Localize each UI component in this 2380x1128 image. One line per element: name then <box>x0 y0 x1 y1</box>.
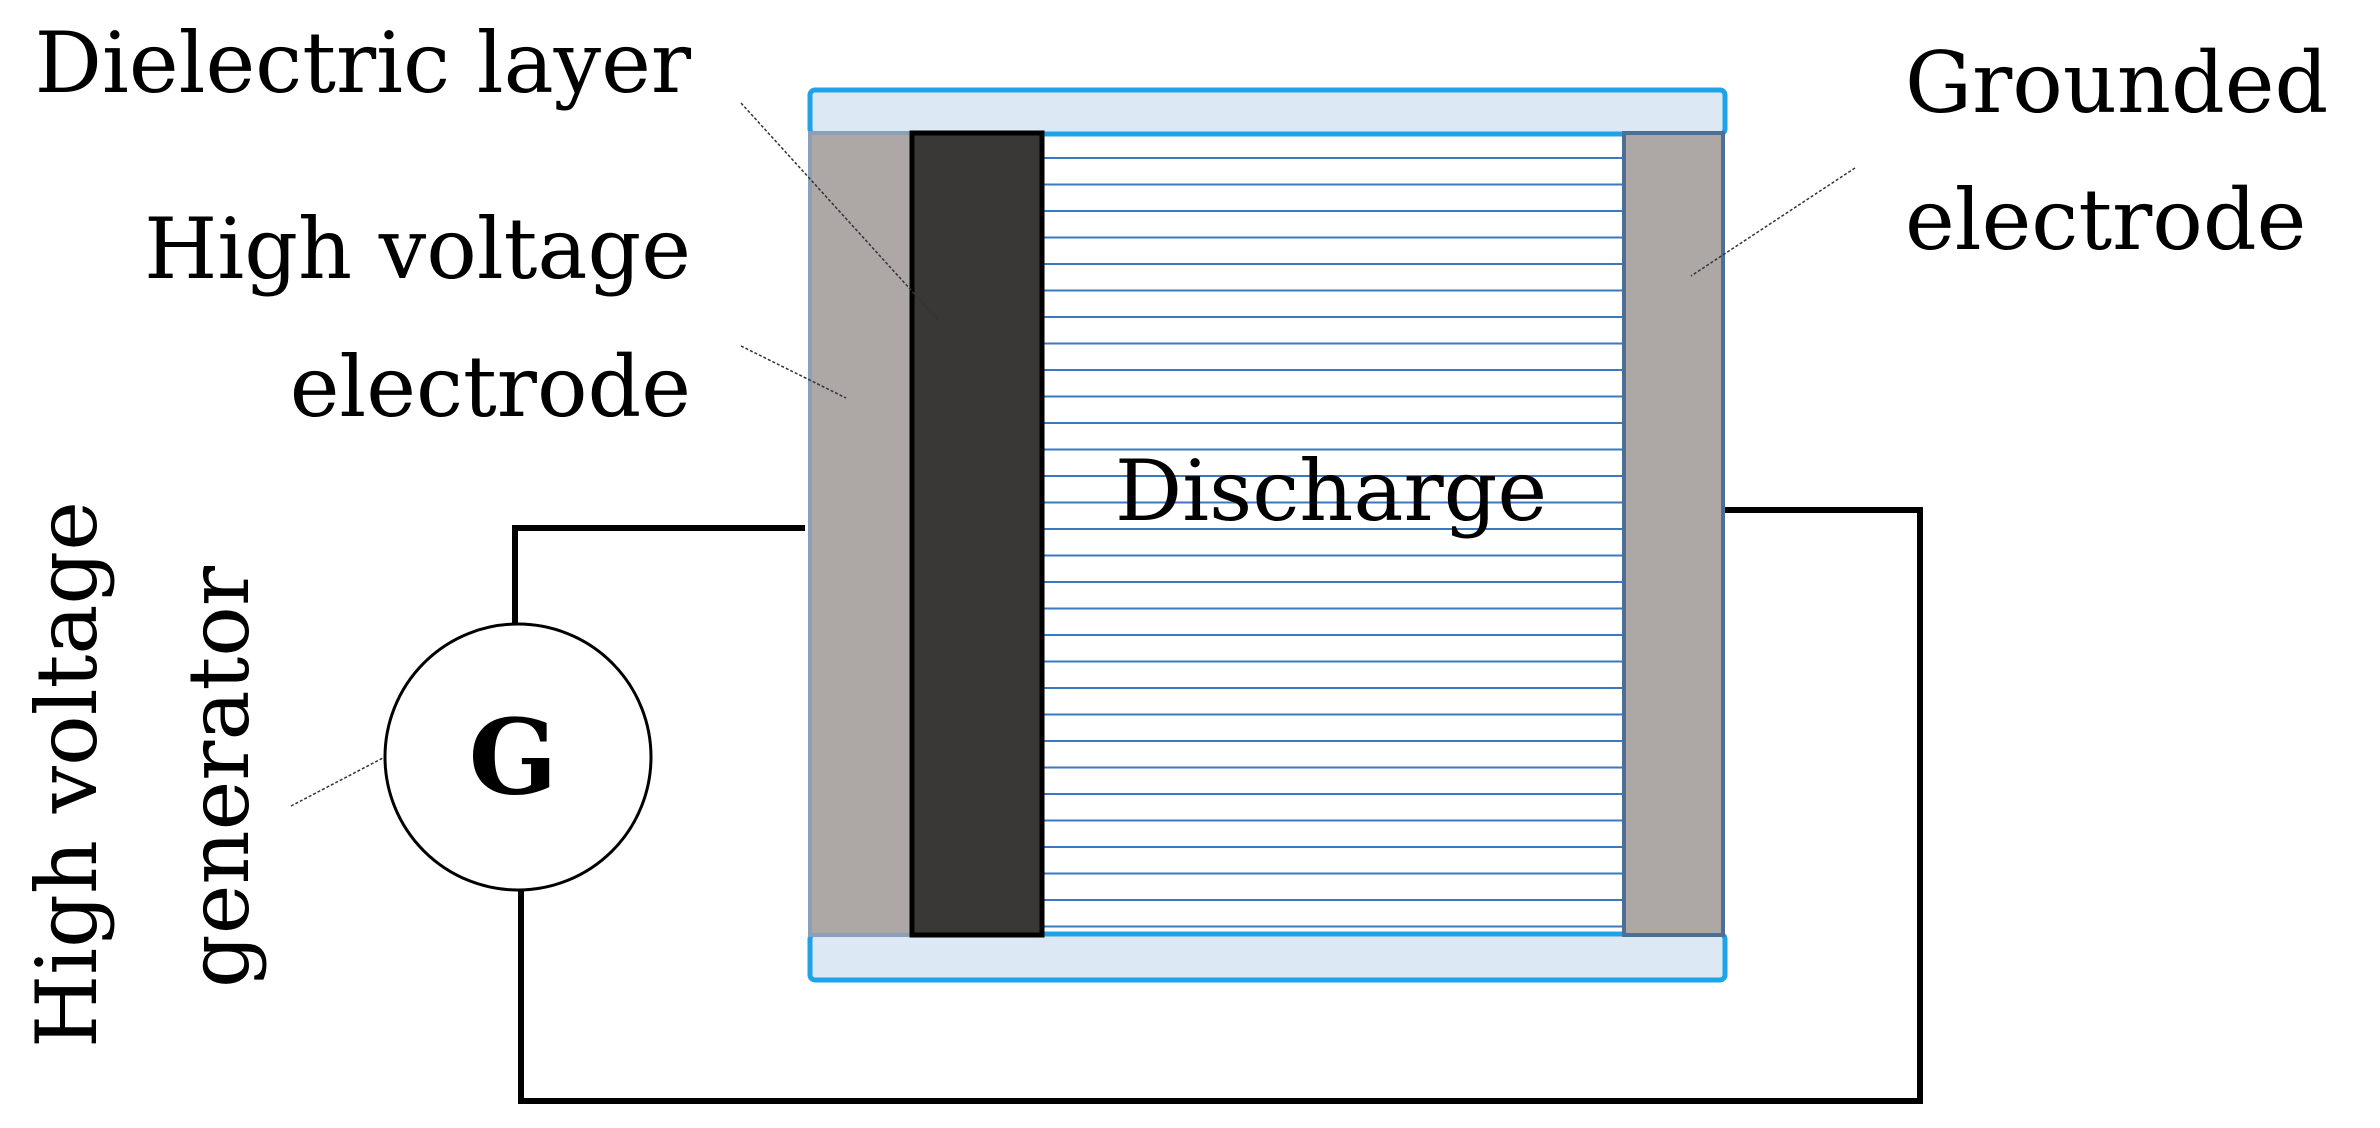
bottom-plate <box>807 931 1728 983</box>
label-high-voltage-generator-2: generator <box>170 565 268 988</box>
label-high-voltage-generator-line2: generator <box>170 565 268 988</box>
label-high-voltage-electrode-line2: electrode <box>290 338 691 436</box>
label-high-voltage-generator-line1: High voltage <box>18 501 116 1048</box>
label-high-voltage-generator: High voltage <box>18 501 116 1048</box>
top-plate <box>807 87 1728 137</box>
dielectric-layer <box>909 130 1045 938</box>
grounded-electrode <box>1622 131 1725 937</box>
label-grounded-electrode-line2: electrode <box>1905 171 2306 269</box>
leader-hv-electrode <box>740 345 847 399</box>
generator-circle <box>383 622 653 892</box>
high-voltage-electrode <box>808 131 914 937</box>
label-grounded-electrode-line1: Grounded <box>1905 34 2328 132</box>
leader-grounded-electrode <box>1690 167 1856 277</box>
label-high-voltage-electrode-line1: High voltage <box>144 200 691 298</box>
circuit-wire-return <box>518 507 1923 1104</box>
discharge-region <box>1042 157 1624 928</box>
leader-dielectric <box>740 102 941 323</box>
label-dielectric-layer: Dielectric layer <box>35 14 692 112</box>
label-discharge: Discharge <box>1115 442 1547 540</box>
generator-symbol: G <box>469 696 558 819</box>
circuit-wire <box>512 525 805 638</box>
